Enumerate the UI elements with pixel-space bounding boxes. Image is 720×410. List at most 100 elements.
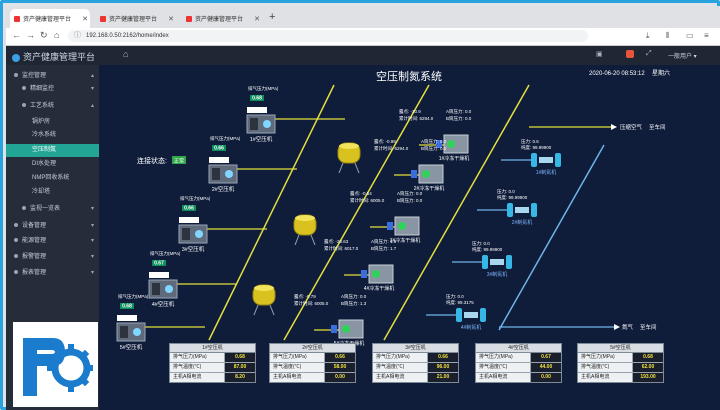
chevron-icon: ▴ [90,103,94,109]
user-menu[interactable]: 一般用户 ▾ [668,54,697,60]
dryer-unit [443,134,469,154]
compressor-fan-icon [133,328,141,336]
sidebar-item[interactable]: 能源管理▾ [6,235,99,248]
sidebar-item[interactable]: 监控管理▴ [6,70,99,83]
dryer-unit [338,319,364,339]
generator-purity: 纯度: 99.99900 [497,194,528,201]
dryer-status-icon [342,325,350,333]
sidebar-item[interactable]: 冷却塔 [6,186,99,199]
table-row: 排气温度(℃)96.00 [373,363,458,373]
air-tank-top [295,215,315,221]
pressure-value-box [250,95,264,101]
tank-leg [294,234,300,246]
pressure-value-box [182,205,196,211]
sidebar-item[interactable]: 空压制氮 [6,144,99,157]
sidebar-item[interactable]: 冷水系统 [6,129,99,142]
dryer-info: 累计时间: 6294.0 [374,145,409,152]
reload-icon[interactable]: ↻ [40,30,48,40]
message-icon[interactable]: ▣ [596,51,603,58]
connection-status: 正常 [174,158,184,165]
dryer-info: B筒压力: 0.0 [446,115,472,122]
air-header-3 [383,84,530,341]
close-icon[interactable]: ✕ [82,15,88,23]
table-row: 排气压力(MPa)0.66 [270,353,355,363]
home-icon[interactable]: ⌂ [123,49,129,59]
generator-tower [482,255,488,269]
tab-strip: 资产健康管理平台 ✕ 资产健康管理平台 ✕ 资产健康管理平台 ✕ + [6,6,720,28]
table-title: 4#空压机 [476,344,561,353]
download-icon[interactable]: ⤓ [646,31,650,40]
sidebar-item-label: 空压制氮 [32,147,57,153]
sidebar-item[interactable]: NMP回收系统 [6,172,99,185]
valve-icon [411,170,417,178]
sidebar-item[interactable]: DI水处理 [6,158,99,171]
pressure-label: 排气压力(MPa) [248,85,279,92]
generator-pressure: 压力: 0.0 [446,293,464,300]
dryer-info: 累计时间: 6294.0 [399,115,434,122]
chevron-icon: ▾ [90,223,94,229]
table-key: 排气压力(MPa) [170,353,225,362]
fullscreen-icon[interactable]: ⤢ [646,50,652,57]
home-icon[interactable]: ⌂ [54,30,60,40]
table-value: 62.00 [633,363,663,372]
pressure-label: 排气压力(MPa) [118,293,149,300]
close-icon[interactable]: ✕ [254,15,260,23]
menu-icon [14,254,18,259]
air-header-2 [283,84,430,341]
browser-tab-3[interactable]: 资产健康管理平台 ✕ [182,9,262,28]
chevron-icon: ▾ [90,86,94,92]
sidebar-item[interactable]: 监视一览表▾ [6,203,99,216]
menu-icon [14,223,18,228]
sidebar-item[interactable]: 报表管理▾ [6,267,99,280]
sidebar-item[interactable]: 工艺系统 ▴ [6,100,99,113]
close-icon[interactable]: ✕ [168,15,174,23]
browser-tab-1[interactable]: 资产健康管理平台 ✕ [10,9,90,28]
arrow-icon [614,324,620,330]
dryer-unit [368,264,394,284]
browser-tab-2[interactable]: 资产健康管理平台 ✕ [96,9,176,28]
tab-label: 资产健康管理平台 [195,17,244,23]
alarm-bell-icon[interactable] [626,50,634,58]
dryer-unit [418,164,444,184]
dryer-info: 露点: -0.54 [350,191,372,197]
url-input[interactable]: ⓘ 192.168.0.50:2162/home/index [68,30,588,42]
sidebar-item[interactable]: 报警管理▾ [6,251,99,264]
connection-badge [172,156,186,164]
generator-name: 1#制氮机 [536,169,557,176]
sidebar-item[interactable]: 锅炉房 [6,116,99,129]
new-tab-button[interactable]: + [269,11,276,23]
sidebar-item[interactable]: 精细监控▾ [6,83,99,96]
dryer-info: B筒压力: 0.0 [397,197,423,204]
dryer-info: B筒压力: 1.7 [371,245,397,252]
arrow-icon [611,124,617,130]
app-header: 资产健康管理平台 ⌂ ▣ ⤢ 一般用户 ▾ [6,46,720,65]
sidebar-item-label: 冷水系统 [32,132,57,138]
dryer-info: A筒压力: 0.0 [421,138,447,145]
info-icon: ⓘ [74,32,81,39]
sidebar-item[interactable]: 设备管理▾ [6,220,99,233]
table-value: 0.00 [531,373,561,382]
table-key: 主机A相电流 [170,373,225,382]
menu-icon [14,270,18,275]
table-key: 排气压力(MPa) [476,353,531,362]
forward-icon[interactable]: → [26,30,35,40]
compressor-name: 4#空压机 [152,300,175,308]
dryer-info: A筒压力: 1.6 [371,238,397,245]
generator-name: 4#制氮机 [461,324,482,331]
sidebar-item-label: 工艺系统 [30,103,55,109]
library-icon[interactable]: ⫴ [666,31,670,40]
pressure-value: 0.68 [252,96,262,102]
back-icon[interactable]: ← [12,30,21,40]
menu-icon[interactable]: ≡ [704,31,709,40]
tablet-icon[interactable]: ▭ [686,31,694,40]
pressure-label: 排气压力(MPa) [210,135,241,142]
table-row: 排气压力(MPa)0.66 [373,353,458,363]
chevron-icon: ▾ [90,238,94,244]
table-row: 排气压力(MPa)0.68 [578,353,663,363]
menu-icon [22,86,26,91]
sidebar-item-label: 锅炉房 [32,119,51,125]
tank-leg [338,162,344,174]
table-value: 21.00 [428,373,458,382]
